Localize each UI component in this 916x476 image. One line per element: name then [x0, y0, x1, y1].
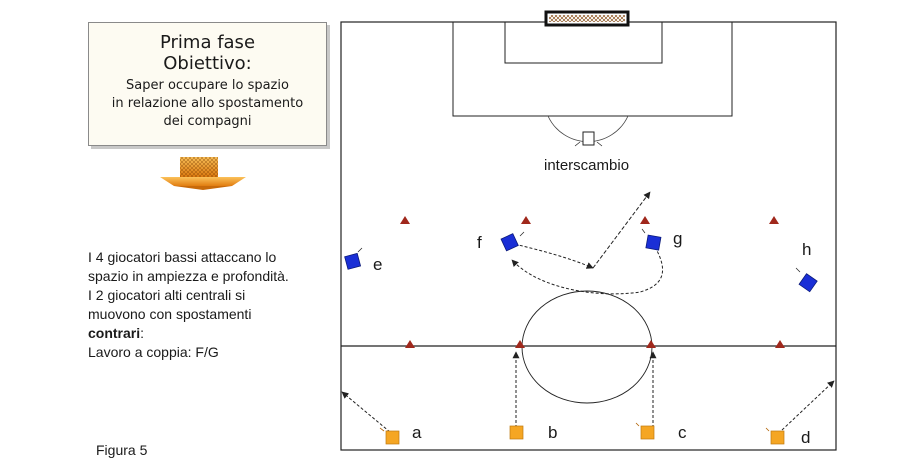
objective-line-2: in relazione allo spostamento [111, 96, 304, 111]
interchange-label: interscambio [544, 157, 629, 174]
label-a: a [412, 423, 422, 442]
goal-net-icon [544, 10, 630, 27]
player-f [500, 231, 525, 252]
label-h: h [802, 240, 811, 259]
player-e [344, 247, 363, 270]
field-boundary [340, 21, 837, 451]
description-bold-word: contrari [88, 325, 141, 341]
objective-line-3: dei compagni [163, 114, 252, 129]
cone-icon [769, 216, 779, 224]
cone-icon [400, 216, 410, 224]
objective-line-1: Saper occupare lo spazio [126, 78, 289, 93]
figure-caption: Figura 5 [96, 442, 148, 458]
description-line-4: muovono con spostamenti [88, 306, 252, 322]
description-line-1: I 4 giocatori bassi attaccano lo [88, 249, 277, 265]
label-g: g [673, 229, 682, 248]
movement-arrow-g [511, 246, 663, 295]
label-f: f [477, 233, 482, 252]
description-line-5: contrari: [88, 324, 333, 343]
cone-icon [521, 216, 531, 224]
player-d [765, 427, 785, 445]
label-c: c [678, 423, 687, 442]
label-b: b [548, 423, 557, 442]
run-arrow-d [781, 380, 835, 431]
player-b [509, 425, 524, 440]
description-line-2: spazio in ampiezza e profondità. [88, 268, 289, 284]
exercise-description: I 4 giocatori bassi attaccano lo spazio … [88, 248, 333, 362]
down-arrow-icon [160, 157, 246, 190]
cone-icon [646, 340, 656, 348]
objective-heading: Obiettivo: [163, 53, 252, 74]
description-colon: : [140, 325, 145, 341]
movement-arrow-f [509, 242, 594, 269]
cone-icon [775, 340, 785, 348]
cone-icon [405, 340, 415, 348]
player-g [641, 228, 662, 251]
goal-area [504, 21, 663, 64]
cone-icon [515, 340, 525, 348]
interchange-marker [574, 131, 603, 147]
movement-arrow-to-goal [592, 191, 651, 269]
cone-icon [640, 216, 650, 224]
penalty-area [452, 21, 733, 117]
label-e: e [373, 255, 382, 274]
player-a [379, 427, 400, 445]
description-line-3: I 2 giocatori alti centrali si [88, 287, 246, 303]
center-circle [521, 290, 653, 404]
phase-title: Prima fase [159, 32, 256, 53]
description-line-6: Lavoro a coppia: F/G [88, 344, 219, 360]
player-h [795, 267, 818, 293]
label-d: d [801, 428, 810, 447]
objective-box: Prima fase Obiettivo: Saper occupare lo … [88, 22, 327, 146]
player-c [635, 422, 655, 440]
run-arrow-a [341, 391, 391, 433]
